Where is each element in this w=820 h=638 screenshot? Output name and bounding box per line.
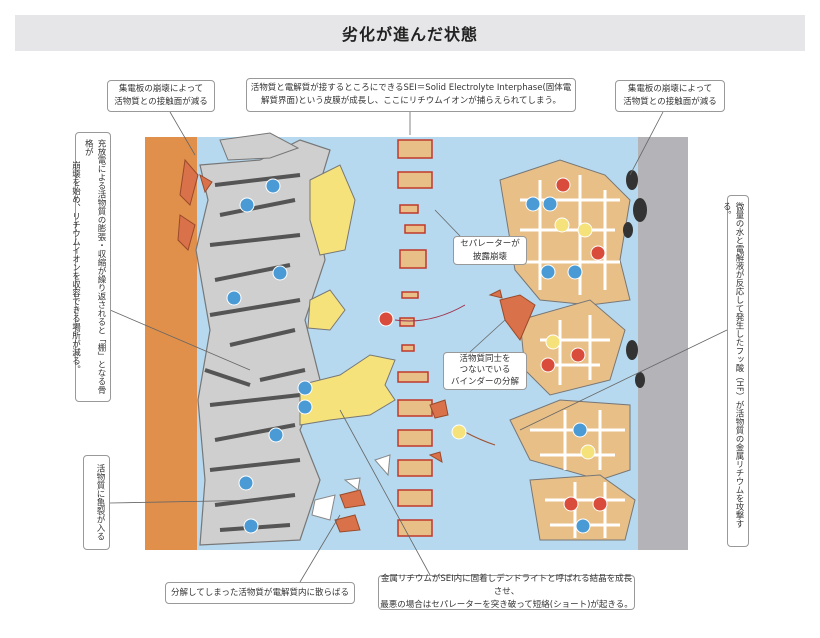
callout-text: 集電板の崩壊によって: [627, 84, 713, 95]
callout-sei: 活物質と電解質が接するところにできるSEI＝Solid Electrolyte …: [246, 78, 576, 112]
sei-particles: [451, 217, 596, 460]
callout-text: 活物質同士を: [459, 353, 511, 364]
scattered-debris: [334, 289, 536, 533]
callout-text: 金属リチウムがSEI内に固着しデンドライトと呼ばれる結晶を成長させ、: [380, 574, 633, 598]
callout-text: 分解してしまった活物質が電解質内に散らばる: [171, 587, 349, 598]
callout-text: セパレーターが: [460, 238, 520, 249]
callout-text: 最悪の場合はセパレーターを突き破って短絡(ショート)が起きる。: [380, 599, 633, 610]
leader-lines: [109, 111, 728, 583]
separator: [397, 139, 433, 537]
callout-crack: 活物質に亀裂が入る: [83, 455, 110, 550]
anode-fragment: [219, 132, 300, 161]
cracked-fragments: [311, 454, 391, 521]
callout-text: 微量の水と電解液が反応して発生したフッ酸（HF）が活物質の金属リチウムを攻撃する…: [721, 202, 744, 528]
callout-scattered: 分解してしまった活物質が電解質内に散らばる: [165, 582, 355, 604]
callout-text: つないでいる: [459, 365, 511, 376]
callout-collector-right: 集電板の崩壊によって 活物質との接触面が減る: [615, 80, 725, 112]
callout-text: バインダーの分解: [450, 376, 519, 387]
cathode-block: [499, 159, 631, 306]
lithium-ions: [226, 178, 591, 534]
hf-particles: [623, 170, 647, 388]
migration-path: [464, 431, 496, 446]
callout-hf: 微量の水と電解液が反応して発生したフッ酸（HF）が活物質の金属リチウムを攻撃する…: [721, 195, 749, 547]
page-title: 劣化が進んだ状態: [15, 15, 805, 51]
callout-text: 活物質との接触面が減る: [114, 97, 208, 107]
callout-text: 充放電による活物質の膨張・収縮が繰り返されると「棚」となる骨格が: [83, 139, 106, 394]
callout-binder: 活物質同士を つないでいる バインダーの分解: [443, 352, 527, 390]
callout-text: 活物質との接触面が減る: [623, 97, 717, 107]
callout-text: 活物質に亀裂が入る: [95, 464, 105, 541]
callout-text: 活物質と電解質が接するところにできるSEI＝Solid Electrolyte …: [250, 83, 572, 94]
callout-text: 集電板の崩壊によって: [118, 84, 204, 95]
collector-debris: [177, 158, 213, 251]
callout-expansion: 充放電による活物質の膨張・収縮が繰り返されると「棚」となる骨格が 崩壊を始め、リ…: [71, 132, 111, 402]
metal-lithium: [378, 177, 608, 512]
migration-path: [394, 304, 466, 322]
dendrite: [299, 354, 396, 426]
callout-collector-left: 集電板の崩壊によって 活物質との接触面が減る: [107, 80, 215, 112]
callout-separator: セパレーターが 披露崩壊: [453, 236, 527, 265]
callout-dendrite: 金属リチウムがSEI内に固着しデンドライトと呼ばれる結晶を成長させ、 最悪の場合…: [378, 574, 635, 610]
callout-text: 解質界面)という皮膜が成長し、ここにリチウムイオンが捕らえられてしまう。: [260, 96, 562, 106]
callout-text: 崩壊を始め、リチウムイオンを収容できる場所が減る。: [70, 160, 81, 374]
right-current-collector: [638, 137, 688, 550]
callout-text: 披露崩壊: [472, 251, 507, 262]
sei-fragment: [307, 289, 346, 331]
sei-layer: [309, 164, 356, 256]
